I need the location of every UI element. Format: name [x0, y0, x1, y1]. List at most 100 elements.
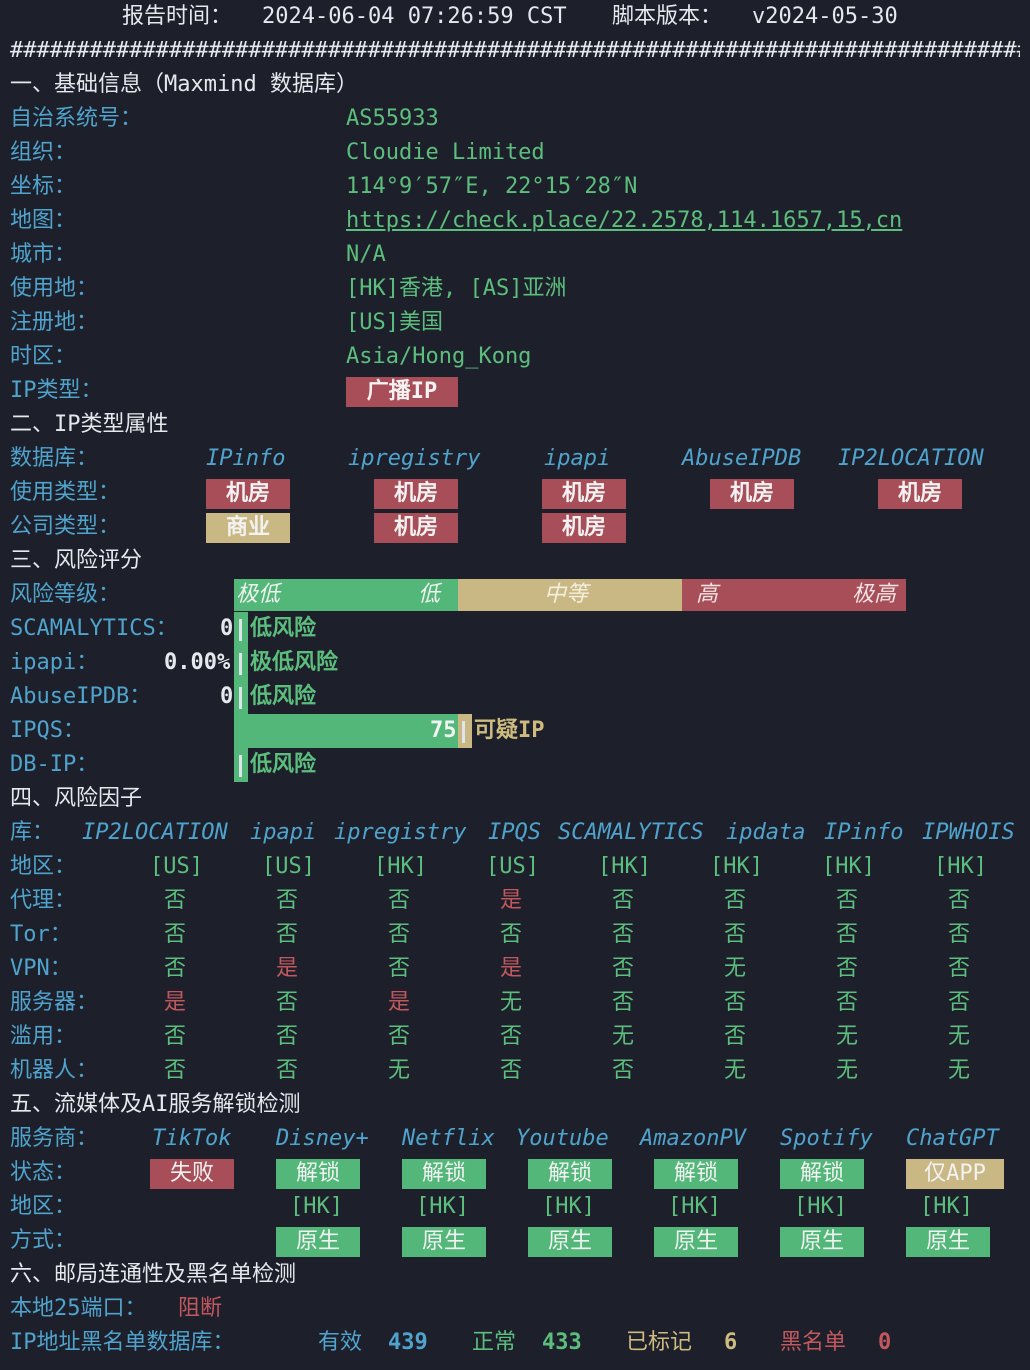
- basic-row-reg-place: 注册地： [US]美国: [0, 306, 1030, 340]
- factor-bot-cell: 无: [388, 1058, 411, 1083]
- factor-row-abuse: 滥用： 否 否 否 否 无 否 无 无: [0, 1020, 1030, 1054]
- dbip-marker: [239, 755, 242, 777]
- ipqs-marker: [462, 721, 465, 743]
- mode-chatgpt-badge: 原生: [906, 1227, 990, 1257]
- factor-db-ipwhois: IPWHOIS: [922, 820, 1015, 845]
- factor-region-cell: [US]: [262, 854, 315, 879]
- company-ipregistry: 机房: [374, 513, 458, 543]
- provider-youtube: Youtube: [516, 1126, 609, 1151]
- db-abuseipdb: AbuseIPDB: [682, 446, 802, 471]
- db-ipinfo: IPinfo: [206, 446, 286, 471]
- media-mode-row: 方式： 原生 原生 原生 原生 原生 原生: [0, 1224, 1030, 1258]
- risk-abuseipdb-row: AbuseIPDB： 0 低风险: [0, 680, 1030, 714]
- company-type-label: 公司类型：: [10, 514, 121, 539]
- valid-label: 有效: [318, 1330, 363, 1355]
- status-disney-badge: 解锁: [276, 1159, 360, 1189]
- status-amazonpv-badge: 解锁: [654, 1159, 738, 1189]
- factor-abuse-cell: 无: [948, 1024, 971, 1049]
- map-link[interactable]: https://check.place/22.2578,114.1657,15,…: [346, 208, 903, 233]
- ipqs-label: IPQS：: [10, 718, 85, 743]
- mode-netflix-badge: 原生: [402, 1227, 486, 1257]
- usage-abuseipdb: 机房: [710, 479, 794, 509]
- provider-spotify: Spotify: [780, 1126, 873, 1151]
- usage-ipinfo: 机房: [206, 479, 290, 509]
- basic-row-timezone: 时区： Asia/Hong_Kong: [0, 340, 1030, 374]
- provider-label: 服务商：: [10, 1126, 99, 1151]
- factor-tor-cell: 否: [836, 922, 859, 947]
- hash-separator: ########################################…: [10, 38, 1020, 63]
- region-disney: [HK]: [290, 1194, 343, 1219]
- factor-bot-cell: 否: [612, 1058, 635, 1083]
- section-factors-title-row: 四、风险因子: [0, 782, 1030, 816]
- timezone-value: Asia/Hong_Kong: [346, 344, 532, 369]
- city-label: 城市：: [10, 242, 77, 267]
- factor-row-server: 服务器： 是 否 是 无 否 否 否 否: [0, 986, 1030, 1020]
- factor-proxy-cell: 否: [948, 888, 971, 913]
- factor-server-cell: 否: [836, 990, 859, 1015]
- basic-row-map: 地图： https://check.place/22.2578,114.1657…: [0, 204, 1030, 238]
- abuseipdb-label: AbuseIPDB：: [10, 684, 152, 709]
- factor-server-cell: 否: [612, 990, 635, 1015]
- iptype-db-row: 数据库： IPinfo ipregistry ipapi AbuseIPDB I…: [0, 442, 1030, 476]
- factor-server-cell: 是: [388, 990, 411, 1015]
- ipapi-verdict: 极低风险: [250, 650, 339, 675]
- factor-abuse-cell: 否: [724, 1024, 747, 1049]
- db-ipapi: ipapi: [544, 446, 611, 471]
- risk-level-low: 低: [418, 582, 441, 607]
- factor-bot-label: 机器人：: [10, 1058, 99, 1083]
- mode-disney-badge: 原生: [276, 1227, 360, 1257]
- marked-count: 6: [724, 1330, 738, 1355]
- mail-blacklist-row: IP地址黑名单数据库： 有效 439 正常 433 已标记 6 黑名单 0: [0, 1326, 1030, 1360]
- mode-youtube-badge: 原生: [528, 1227, 612, 1257]
- factor-abuse-cell: 无: [836, 1024, 859, 1049]
- port25-label: 本地25端口：: [10, 1296, 147, 1321]
- factor-row-bot: 机器人： 否 否 无 否 否 无 无 无: [0, 1054, 1030, 1088]
- factors-lib-label: 库：: [10, 820, 55, 845]
- usage-type-label: 使用类型：: [10, 480, 121, 505]
- ipapi-label: ipapi：: [10, 650, 99, 675]
- factor-abuse-cell: 否: [276, 1024, 299, 1049]
- provider-netflix: Netflix: [402, 1126, 495, 1151]
- factor-db-ip2location: IP2LOCATION: [82, 820, 228, 845]
- region-amazonpv: [HK]: [668, 1194, 721, 1219]
- factor-bot-cell: 无: [836, 1058, 859, 1083]
- valid-count: 439: [388, 1330, 428, 1355]
- factor-abuse-cell: 否: [164, 1024, 187, 1049]
- section-media-title-row: 五、流媒体及AI服务解锁检测: [0, 1088, 1030, 1122]
- risk-band-medium: [458, 579, 682, 611]
- db-ip2location: IP2LOCATION: [838, 446, 984, 471]
- ipapi-score: 0.00%: [164, 650, 231, 675]
- factor-bot-cell: 否: [500, 1058, 523, 1083]
- factor-proxy-cell: 否: [276, 888, 299, 913]
- factor-vpn-cell: 否: [388, 956, 411, 981]
- basic-row-asn: 自治系统号： AS55933: [0, 102, 1030, 136]
- basic-row-usage-place: 使用地： [HK]香港, [AS]亚洲: [0, 272, 1030, 306]
- region-spotify: [HK]: [794, 1194, 847, 1219]
- factor-vpn-cell: 否: [612, 956, 635, 981]
- factor-region-cell: [HK]: [934, 854, 987, 879]
- factor-abuse-cell: 否: [388, 1024, 411, 1049]
- factor-region-cell: [US]: [486, 854, 539, 879]
- section-basic-title-row: 一、基础信息（Maxmind 数据库）: [0, 68, 1030, 102]
- risk-level-very-low: 极低: [236, 582, 281, 607]
- factor-vpn-label: VPN：: [10, 956, 72, 981]
- section-iptype-title: 二、IP类型属性: [10, 412, 169, 437]
- factor-db-ipinfo: IPinfo: [824, 820, 904, 845]
- mail-port-row: 本地25端口： 阻断: [0, 1292, 1030, 1326]
- risk-ipapi-row: ipapi： 0.00% 极低风险: [0, 646, 1030, 680]
- factor-region-cell: [HK]: [598, 854, 651, 879]
- region-netflix: [HK]: [416, 1194, 469, 1219]
- risk-band-low: [234, 579, 458, 611]
- factor-server-cell: 是: [164, 990, 187, 1015]
- factor-tor-label: Tor：: [10, 922, 72, 947]
- risk-band-high: [682, 579, 906, 611]
- factor-region-cell: [HK]: [710, 854, 763, 879]
- map-label: 地图：: [10, 208, 77, 233]
- risk-scamalytics-row: SCAMALYTICS： 0 低风险: [0, 612, 1030, 646]
- region-chatgpt: [HK]: [920, 1194, 973, 1219]
- mode-label: 方式：: [10, 1228, 77, 1253]
- ipapi-marker: [239, 653, 242, 675]
- status-chatgpt-badge: 仅APP: [906, 1159, 1004, 1189]
- basic-row-org: 组织： Cloudie Limited: [0, 136, 1030, 170]
